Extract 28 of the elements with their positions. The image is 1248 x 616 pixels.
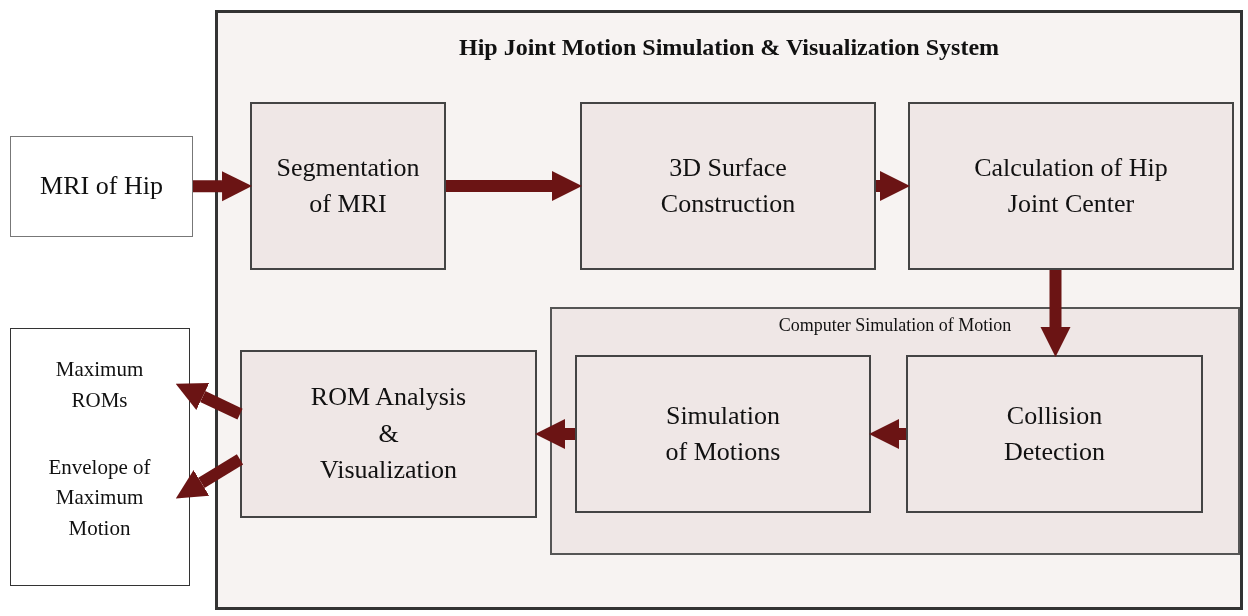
box-label: Simulation of Motions: [664, 399, 782, 468]
output-label: Maximum ROMs: [54, 356, 145, 414]
arrow: [446, 171, 582, 201]
group-title: Computer Simulation of Motion: [778, 314, 1012, 337]
arrow: [869, 419, 906, 449]
output-box: [10, 328, 190, 586]
input-box: [10, 136, 193, 237]
process-box: [240, 350, 537, 518]
group-panel: [550, 307, 1240, 555]
box-label: Collision Detection: [1002, 399, 1107, 468]
arrow: [876, 171, 910, 201]
process-box: [580, 102, 876, 270]
process-box: [575, 355, 871, 513]
arrow: [192, 171, 252, 202]
output-label: Envelope of Maximum Motion: [47, 453, 152, 542]
box-label: ROM Analysis & Visualization: [309, 381, 468, 487]
process-box: [250, 102, 446, 270]
arrow: [535, 419, 575, 449]
arrow: [175, 454, 244, 499]
process-box: [906, 355, 1203, 513]
box-label: 3D Surface Construction: [659, 151, 797, 220]
arrow: [1040, 270, 1071, 357]
box-label: Segmentation of MRI: [275, 151, 421, 220]
box-label: MRI of Hip: [40, 170, 163, 203]
system-frame: [215, 10, 1243, 610]
process-box: [908, 102, 1234, 270]
system-title: Hip Joint Motion Simulation & Visualization System: [458, 33, 1000, 62]
box-label: Calculation of Hip Joint Center: [973, 151, 1169, 220]
